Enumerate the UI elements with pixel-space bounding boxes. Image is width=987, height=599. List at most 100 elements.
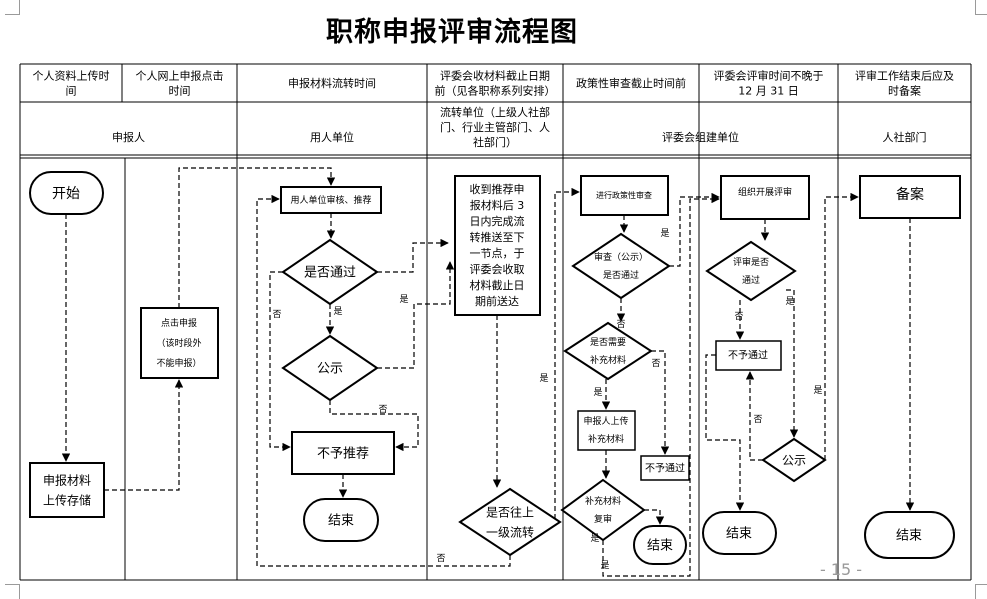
pass-decision [281,238,379,306]
reject-box-b [715,340,782,371]
transfer-text-line: 期前送达 [475,294,519,308]
header-time-cell: 政策性审查截止时间前 [576,76,686,90]
end-3-text-line: 结束 [726,527,752,542]
edge-publicity-to-transfer [377,261,455,369]
crop-mark-top-right [975,0,987,15]
edge-pass-no [269,271,291,452]
recheck-text-line: 补充材料 [585,495,621,507]
header-time-cell: 个人网上申报点击时间 [136,68,224,97]
edge-publicity-no [329,400,419,452]
header-time-cell-line: 个人网上申报点击 [136,68,224,82]
header-time-cell-line: 时备案 [888,83,921,97]
publicity-1-decision [281,334,379,402]
publicity-2-text: 公示 [782,453,806,467]
label-yes-2: 是 [399,294,408,305]
transfer-text-line: 日内完成流 [470,214,525,228]
record-text-line: 备案 [896,186,924,203]
label-yes-8: 是 [785,296,794,307]
header-unit-cell-line: 人社部门 [883,130,927,144]
not-recommend-text-line: 不予推荐 [317,447,369,462]
reject-b-text: 不予通过 [728,349,768,362]
header-time-cell-line: 前（见各职称系列安排） [435,83,556,97]
header-time-cell: 评委会收材料截止日期前（见各职称系列安排） [435,68,556,97]
click-submit-text-line: 不能申报） [156,357,201,369]
header-unit-cell: 用人单位 [310,130,354,144]
transfer-box [454,175,541,316]
organize-review-box [720,175,810,220]
upload-storage-text: 申报材料上传存储 [43,472,91,507]
transfer-text-line: 转推送至下 [470,230,525,244]
upper-transfer-text-line: 是否往上 [486,504,534,519]
publicity-1-text-line: 公示 [317,362,343,377]
header-unit-cell: 人社部门 [883,130,927,144]
end-terminal-3 [702,511,777,555]
upload-storage-text-line: 上传存储 [43,492,91,507]
upper-transfer-text-line: 一级流转 [486,524,534,539]
label-yes-3: 是 [539,373,548,384]
label-yes-4: 是 [660,228,669,239]
end-terminal-1 [303,498,379,542]
edge-review-yes-to-organize [669,192,720,267]
click-submit-text: 点击申报（该时段外不能申报） [156,317,201,369]
reject-a-text-line: 不予通过 [645,462,685,475]
edge-eval-yes-to-publicity [786,289,799,438]
header-unit-cell-line: 流转单位（上级人社部 [440,105,550,119]
edge-upper-no-loop [256,194,511,567]
evaluation-text-line: 通过 [742,274,760,286]
organize-review-text-line: 组织开展评审 [738,186,792,198]
page-number: - 15 - [819,560,863,579]
header-time-cell: 评审工作结束后应及时备案 [855,68,954,97]
organize-review-text: 组织开展评审 [738,186,792,198]
reject-b-text-line: 不予通过 [728,349,768,362]
end-1-text: 结束 [328,514,354,529]
not-recommend-text: 不予推荐 [317,447,369,462]
end-4-text-line: 结束 [896,529,922,544]
transfer-text-line: 一节点，于 [470,247,525,260]
review-pass-text-line: 是否通过 [603,269,639,281]
upload-storage-text-line: 申报材料 [43,472,91,487]
header-time-cell: 个人资料上传时间 [33,68,110,97]
upload-supplement-text: 申报人上传补充材料 [583,415,628,445]
label-yes-6: 是 [590,533,599,544]
record-box [859,175,961,219]
end-2-text: 结束 [647,539,673,554]
header-time-cell-line: 评委会收材料截止日期 [440,68,550,82]
page-title: 职称申报评审流程图 [326,17,578,48]
header-unit-cell-line: 社部门） [473,135,517,149]
click-submit-box [140,307,219,379]
end-3-text: 结束 [726,527,752,542]
recheck-text: 补充材料复审 [585,495,621,525]
pass-decision-text: 是否通过 [304,266,356,281]
header-time-cell-line: 申报材料流转时间 [288,76,376,90]
label-yes-9: 是 [813,385,822,396]
publicity-2-decision [761,437,827,483]
end-terminal-2 [633,525,687,565]
upper-transfer-decision [458,487,562,557]
record-text: 备案 [896,186,924,203]
transfer-text-line: 材料截止日 [470,278,525,292]
header-time-cell: 申报材料流转时间 [288,76,376,90]
label-no-2: 否 [378,404,387,415]
header-time-cell-line: 个人资料上传时 [33,68,110,82]
upper-transfer-text: 是否往上一级流转 [486,504,534,539]
label-yes-7: 是 [600,560,609,571]
edge-pass-yes-to-transfer [377,238,449,273]
header-unit-cell-line: 用人单位 [310,130,354,144]
header-time-cell-line: 12 月 31 日 [738,84,798,97]
edge-publicity-yes-to-record [824,192,859,460]
publicity-1-text: 公示 [317,362,343,377]
transfer-text-line: 评委会收取 [470,262,525,276]
review-pass-text: 审查（公示） 是否通过 [594,251,648,281]
header-time-cell-line: 评委会评审时间不晚于 [714,68,824,82]
label-no-6: 否 [734,311,743,322]
start-text: 开始 [52,186,80,202]
edge-reject-to-end [705,354,745,511]
edge-recheck-to-end [644,509,665,525]
employer-review-box [280,186,382,214]
header-unit-cell-line: 评委会组建单位 [662,130,739,144]
header-time-cell: 评委会评审时间不晚于 12 月 31 日 [714,68,824,97]
header-time-cell-line: 时间 [169,84,191,97]
header-unit-cell-line: 门、行业主管部门、人 [440,120,550,134]
review-pass-text-line: 审查（公示） [594,251,648,263]
start-text-line: 开始 [52,186,80,202]
